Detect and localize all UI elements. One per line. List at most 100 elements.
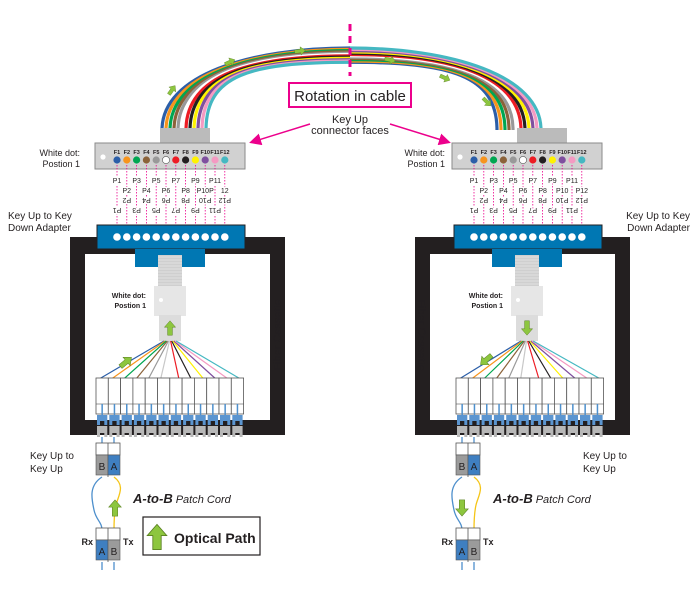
fiber-dot	[568, 156, 576, 164]
fiber-dot	[470, 156, 478, 164]
lc-connector-boot	[555, 426, 566, 437]
fiber-dot	[480, 156, 488, 164]
port-label: A	[471, 462, 478, 473]
rotation-label-box	[288, 82, 412, 108]
fiber-dot	[548, 156, 557, 164]
adapter-label: Key Up to Key	[626, 211, 690, 222]
lc-connector	[592, 415, 603, 425]
fiber-dot	[539, 156, 547, 164]
position-label: P10P	[197, 188, 214, 195]
port-label: B	[99, 462, 106, 473]
port-label: A	[99, 547, 106, 558]
adapter-port	[558, 233, 566, 241]
pointer-arrow-right	[389, 123, 451, 146]
adapter-port	[538, 233, 547, 241]
fanout-fiber	[528, 340, 552, 380]
adapter-position-label: P7	[528, 206, 537, 213]
lc-connector-boot	[97, 426, 108, 437]
adapter-port	[142, 233, 151, 241]
white-dot-marker	[457, 154, 463, 160]
position-label: P4	[142, 188, 151, 195]
fanout-fiber	[171, 340, 192, 380]
fiber-label: F4	[143, 150, 150, 156]
white-dot-label: White dot:	[39, 148, 80, 158]
adapter-position-label: P4	[499, 196, 508, 203]
fiber-label: F10	[557, 150, 566, 156]
patch-cord-type: A-to-B	[492, 491, 533, 506]
fiber-label: F12	[577, 150, 586, 156]
adapter-port	[132, 233, 141, 241]
adapter-position-label: P9	[548, 206, 557, 213]
fiber-label: F6	[520, 150, 526, 156]
lc-connector	[469, 415, 480, 425]
lc-connector	[555, 415, 566, 425]
lc-connector	[195, 415, 206, 425]
lc-connector	[133, 415, 145, 425]
fiber-label: F2	[124, 150, 130, 156]
lc-connector-boot	[207, 426, 218, 437]
lc-connector	[567, 415, 578, 425]
lc-connector	[530, 415, 542, 425]
inner-mpo-connector	[511, 286, 543, 316]
optical-path-arrow-icon	[520, 320, 534, 336]
fiber-dot	[113, 156, 121, 164]
adapter-label: Key Up to Key	[8, 211, 72, 222]
cassette-label: Fiber Cassette	[272, 299, 284, 371]
fiber-label: F3	[133, 150, 139, 156]
lc-connector	[170, 415, 182, 425]
adapter-position-label: P8	[538, 196, 547, 203]
fanout-fiber	[529, 340, 564, 380]
adapter-position-label: P9	[191, 206, 200, 213]
lc-connector-boot	[481, 426, 492, 437]
lc-connector-boot	[469, 426, 480, 437]
fanout-fiber	[135, 340, 168, 380]
lc-connector	[580, 415, 591, 425]
fiber-dot	[221, 156, 229, 164]
patch-cord-text: Patch Cord	[176, 494, 232, 506]
rotation-label: Rotation in cable	[294, 88, 406, 105]
fiber-label: F8	[539, 150, 545, 156]
position-label: P9	[548, 178, 557, 185]
adapter-label: Down Adapter	[627, 223, 690, 234]
fanout-fiber	[530, 340, 577, 380]
position-label: P11	[566, 178, 578, 185]
pointer-arrow-left	[249, 123, 311, 146]
optical-path-arrow-icon	[480, 353, 494, 366]
fiber-dot	[191, 156, 199, 164]
position-label: P4	[499, 188, 508, 195]
lc-connector-boot	[592, 426, 603, 437]
patch-cord-fiber-blue	[451, 476, 463, 531]
lc-connector	[158, 415, 169, 425]
fanout-fiber	[527, 340, 540, 380]
position-label: P7	[529, 178, 538, 185]
optical-path-arrow-icon	[384, 55, 396, 65]
fanout-fiber	[471, 340, 523, 380]
connector-boot	[517, 128, 567, 144]
adapter-position-label: P11	[566, 206, 578, 213]
lc-connector	[207, 415, 218, 425]
lc-connector	[518, 415, 529, 425]
lc-connector-boot	[183, 426, 194, 437]
adapter-position-label: P3	[132, 206, 141, 213]
white-dot-label: Postion 1	[42, 159, 80, 169]
adapter-port	[470, 233, 478, 241]
port-label: B	[459, 462, 466, 473]
key-up-key-down-adapter	[96, 224, 246, 250]
adapter-port	[509, 233, 517, 241]
optical-path-arrow-icon	[118, 356, 132, 369]
adapter-port	[568, 233, 576, 241]
tx-label: Tx	[483, 537, 494, 547]
fanout-fiber	[495, 340, 525, 380]
lc-connector-boot	[158, 426, 169, 437]
lc-connector-boot	[133, 426, 145, 437]
fanout-fiber	[174, 340, 229, 380]
port-b	[107, 539, 121, 561]
fiber-label: F5	[510, 150, 516, 156]
fiber-dot	[133, 156, 141, 164]
white-dot-marker	[159, 298, 163, 302]
fanout-fiber	[520, 340, 528, 380]
lc-connector-boot	[457, 426, 468, 437]
